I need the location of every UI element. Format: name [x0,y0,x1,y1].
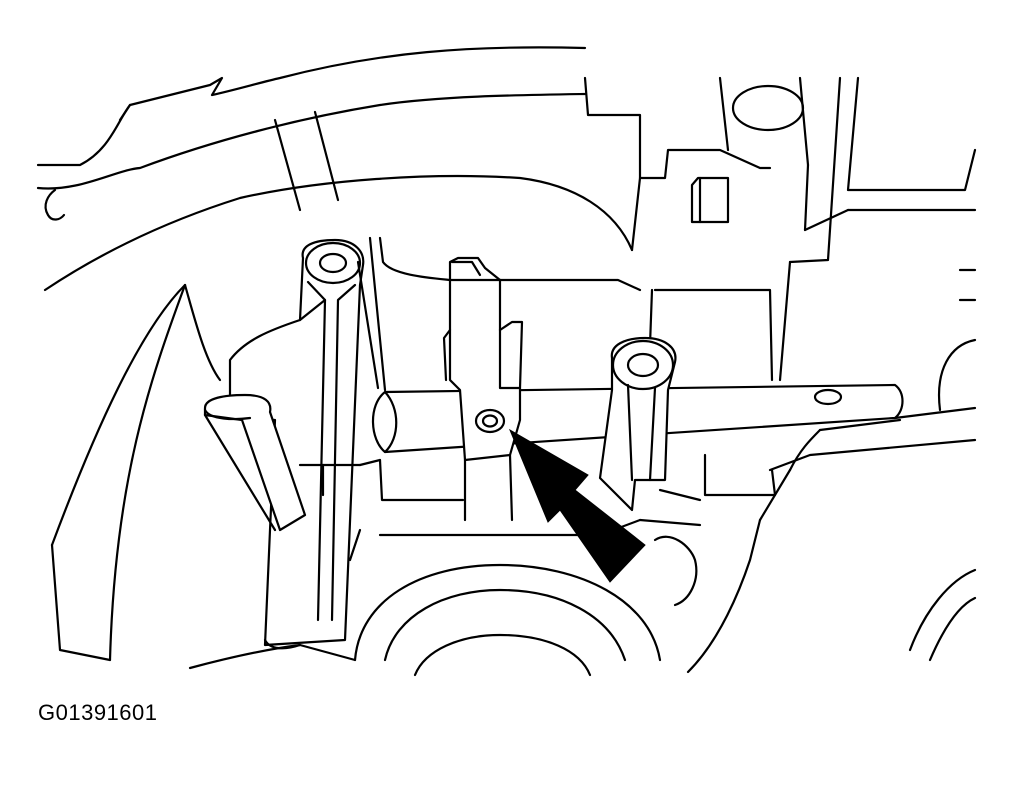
pin-hole [474,408,506,434]
left-block [203,393,307,532]
center-housing [378,236,977,412]
upper-right-housing [583,76,977,264]
right-lever [598,336,677,512]
left-rib [50,283,222,662]
actuator-bracket [442,256,524,522]
ring-bracket [273,110,340,212]
lever-bracket [298,236,465,502]
figure-id-label: G01391601 [38,700,158,725]
left-lever [228,238,365,650]
housing-outer-band [36,46,634,292]
lower-right-housing [638,406,977,674]
locator-arrow [508,428,646,583]
